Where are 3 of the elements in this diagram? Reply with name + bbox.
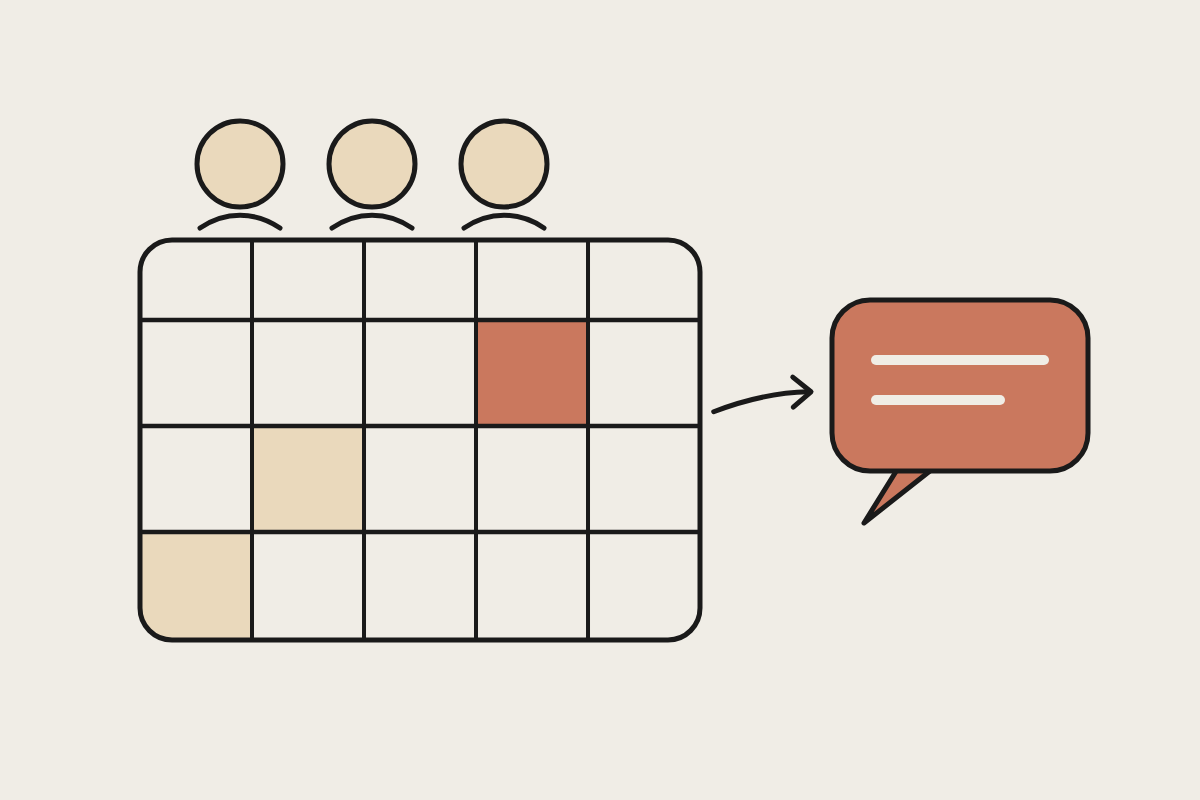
speech-bubble bbox=[829, 297, 1091, 526]
calendar-grid bbox=[137, 237, 703, 643]
arrow bbox=[711, 374, 814, 415]
